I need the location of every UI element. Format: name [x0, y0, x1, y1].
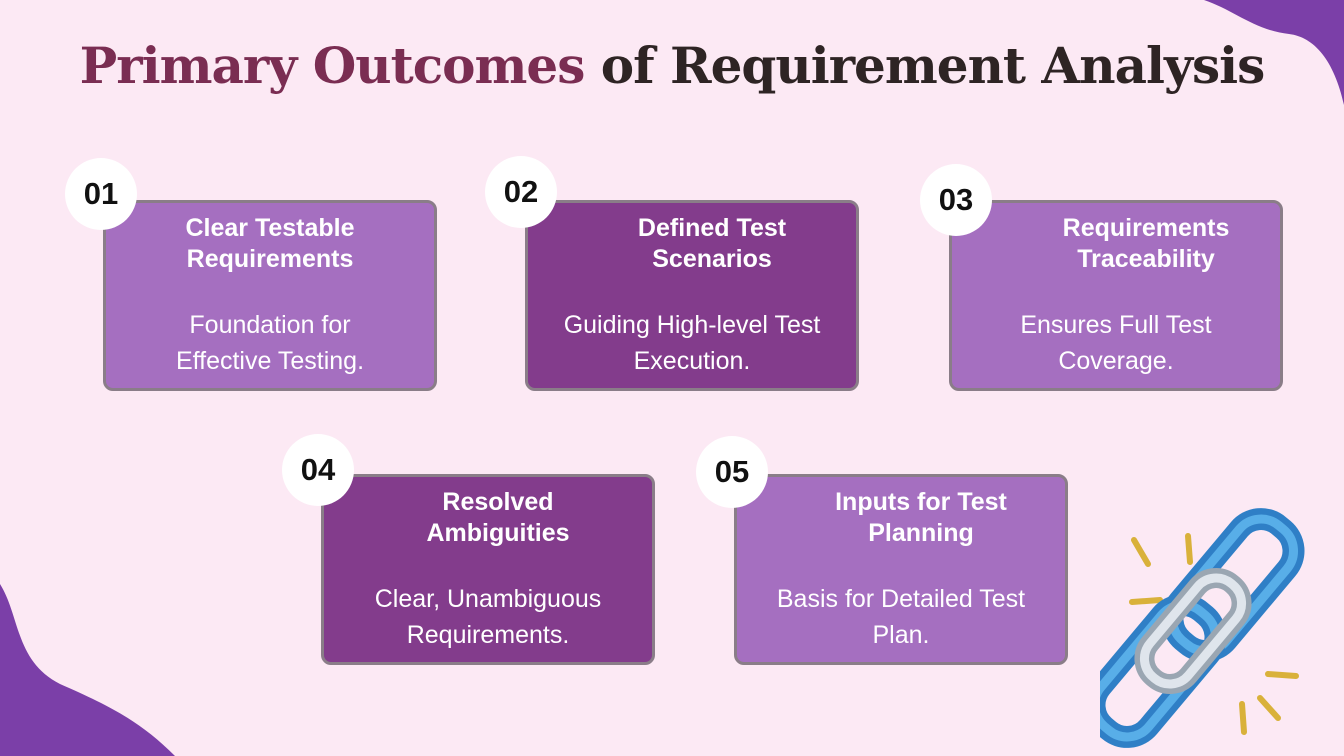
outcome-card-01: Clear Testable Requirements Foundation f…	[103, 200, 437, 391]
card-heading: Resolved Ambiguities	[426, 488, 570, 547]
outcome-card-04: Resolved Ambiguities Clear, Unambiguous …	[321, 474, 655, 665]
blob-top-right-decoration	[1204, 0, 1344, 105]
card-heading: Clear Testable Requirements	[185, 214, 355, 273]
outcome-card-03: Requirements Traceability Ensures Full T…	[949, 200, 1283, 391]
card-description: Foundation for Effective Testing.	[175, 311, 365, 375]
number-badge-01: 01	[65, 158, 137, 230]
card-heading: Requirements Traceability	[1062, 214, 1230, 273]
card-description: Ensures Full Test Coverage.	[1020, 311, 1212, 375]
number-badge-04: 04	[282, 434, 354, 506]
card-description: Clear, Unambiguous Requirements.	[374, 585, 602, 649]
number-badge-05: 05	[696, 436, 768, 508]
title-rest: of Requirement Analysis	[584, 36, 1266, 95]
outcome-card-05: Inputs for Test Planning Basis for Detai…	[734, 474, 1068, 665]
card-heading: Inputs for Test Planning	[835, 488, 1007, 547]
card-description: Basis for Detailed Test Plan.	[776, 585, 1026, 649]
card-description: Guiding High-level Test Execution.	[563, 311, 821, 375]
title-highlight: Primary Outcomes	[79, 36, 586, 95]
page-title: Primary Outcomes of Requirement Analysis	[0, 36, 1344, 95]
broken-chain-link-icon	[1100, 508, 1305, 748]
outcome-card-02: Defined Test Scenarios Guiding High-leve…	[525, 200, 859, 391]
card-heading: Defined Test Scenarios	[637, 214, 787, 273]
number-badge-02: 02	[485, 156, 557, 228]
number-badge-03: 03	[920, 164, 992, 236]
blob-bottom-left-decoration	[0, 584, 175, 756]
